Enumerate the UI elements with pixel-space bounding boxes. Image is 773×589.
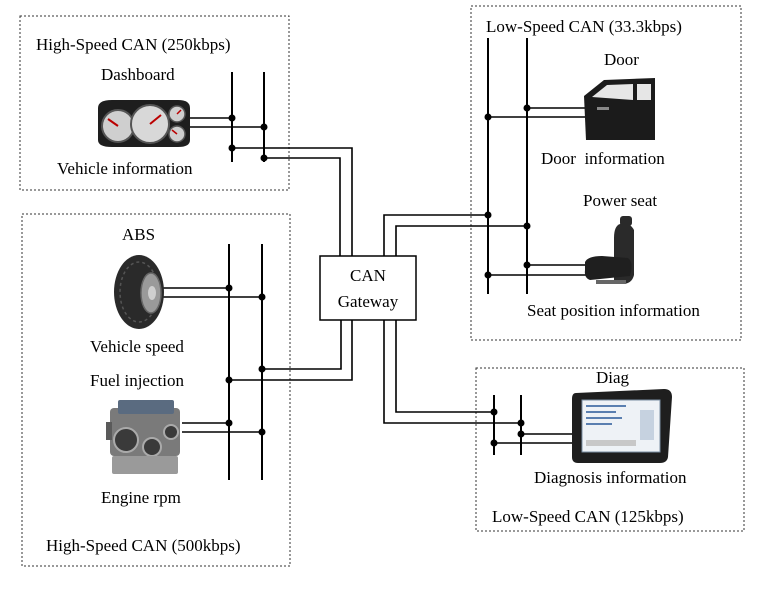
diagnosis-information-label: Diagnosis information <box>534 468 687 487</box>
ls125-title: Low-Speed CAN (125kbps) <box>492 507 684 526</box>
ls125-segment-box <box>475 367 745 532</box>
hs500-segment-box <box>21 213 291 567</box>
door-label: Door <box>604 50 639 69</box>
engine-rpm-label: Engine rpm <box>101 488 181 507</box>
ls33-title: Low-Speed CAN (33.3kbps) <box>486 17 682 36</box>
car-door-icon <box>584 78 655 140</box>
ls33-gateway-wire-b <box>395 225 527 256</box>
ls125-gateway-wire-b <box>395 320 494 413</box>
engine-icon <box>106 400 180 474</box>
ls33-gateway-wire-a <box>383 214 488 256</box>
gateway-box <box>319 255 417 321</box>
gateway-line2: Gateway <box>338 292 399 311</box>
abs-label: ABS <box>122 225 155 244</box>
can-gateway: CAN Gateway <box>319 255 417 321</box>
vehicle-speed-label: Vehicle speed <box>90 337 184 356</box>
dashboard-icon <box>98 100 190 147</box>
hs250-gateway-wire-l <box>264 157 341 256</box>
seat-position-information-label: Seat position information <box>527 301 700 320</box>
vehicle-information-label: Vehicle information <box>57 159 193 178</box>
car-seat-icon <box>584 216 634 284</box>
hs500-gateway-wire-l <box>229 320 353 381</box>
dashboard-label: Dashboard <box>101 65 175 84</box>
ls33-bus <box>484 38 590 294</box>
ls125-gateway-wire-a <box>383 320 521 424</box>
hs500-title: High-Speed CAN (500kbps) <box>46 536 241 555</box>
gateway-line1: CAN <box>350 266 386 285</box>
ls33-segment-box <box>470 5 742 341</box>
hs250-segment-box <box>19 15 290 191</box>
hs250-gateway-wire-h <box>232 147 353 256</box>
door-information-label: Door information <box>541 149 665 168</box>
tire-icon <box>114 255 164 329</box>
power-seat-label: Power seat <box>583 191 657 210</box>
ls125-bus <box>490 395 572 455</box>
hs250-title: High-Speed CAN (250kbps) <box>36 35 231 54</box>
diagnostic-tablet-icon <box>572 389 672 463</box>
hs500-gateway-wire-h <box>262 320 342 370</box>
hs500-bus <box>158 244 266 480</box>
diag-label: Diag <box>596 368 630 387</box>
fuel-injection-label: Fuel injection <box>90 371 184 390</box>
